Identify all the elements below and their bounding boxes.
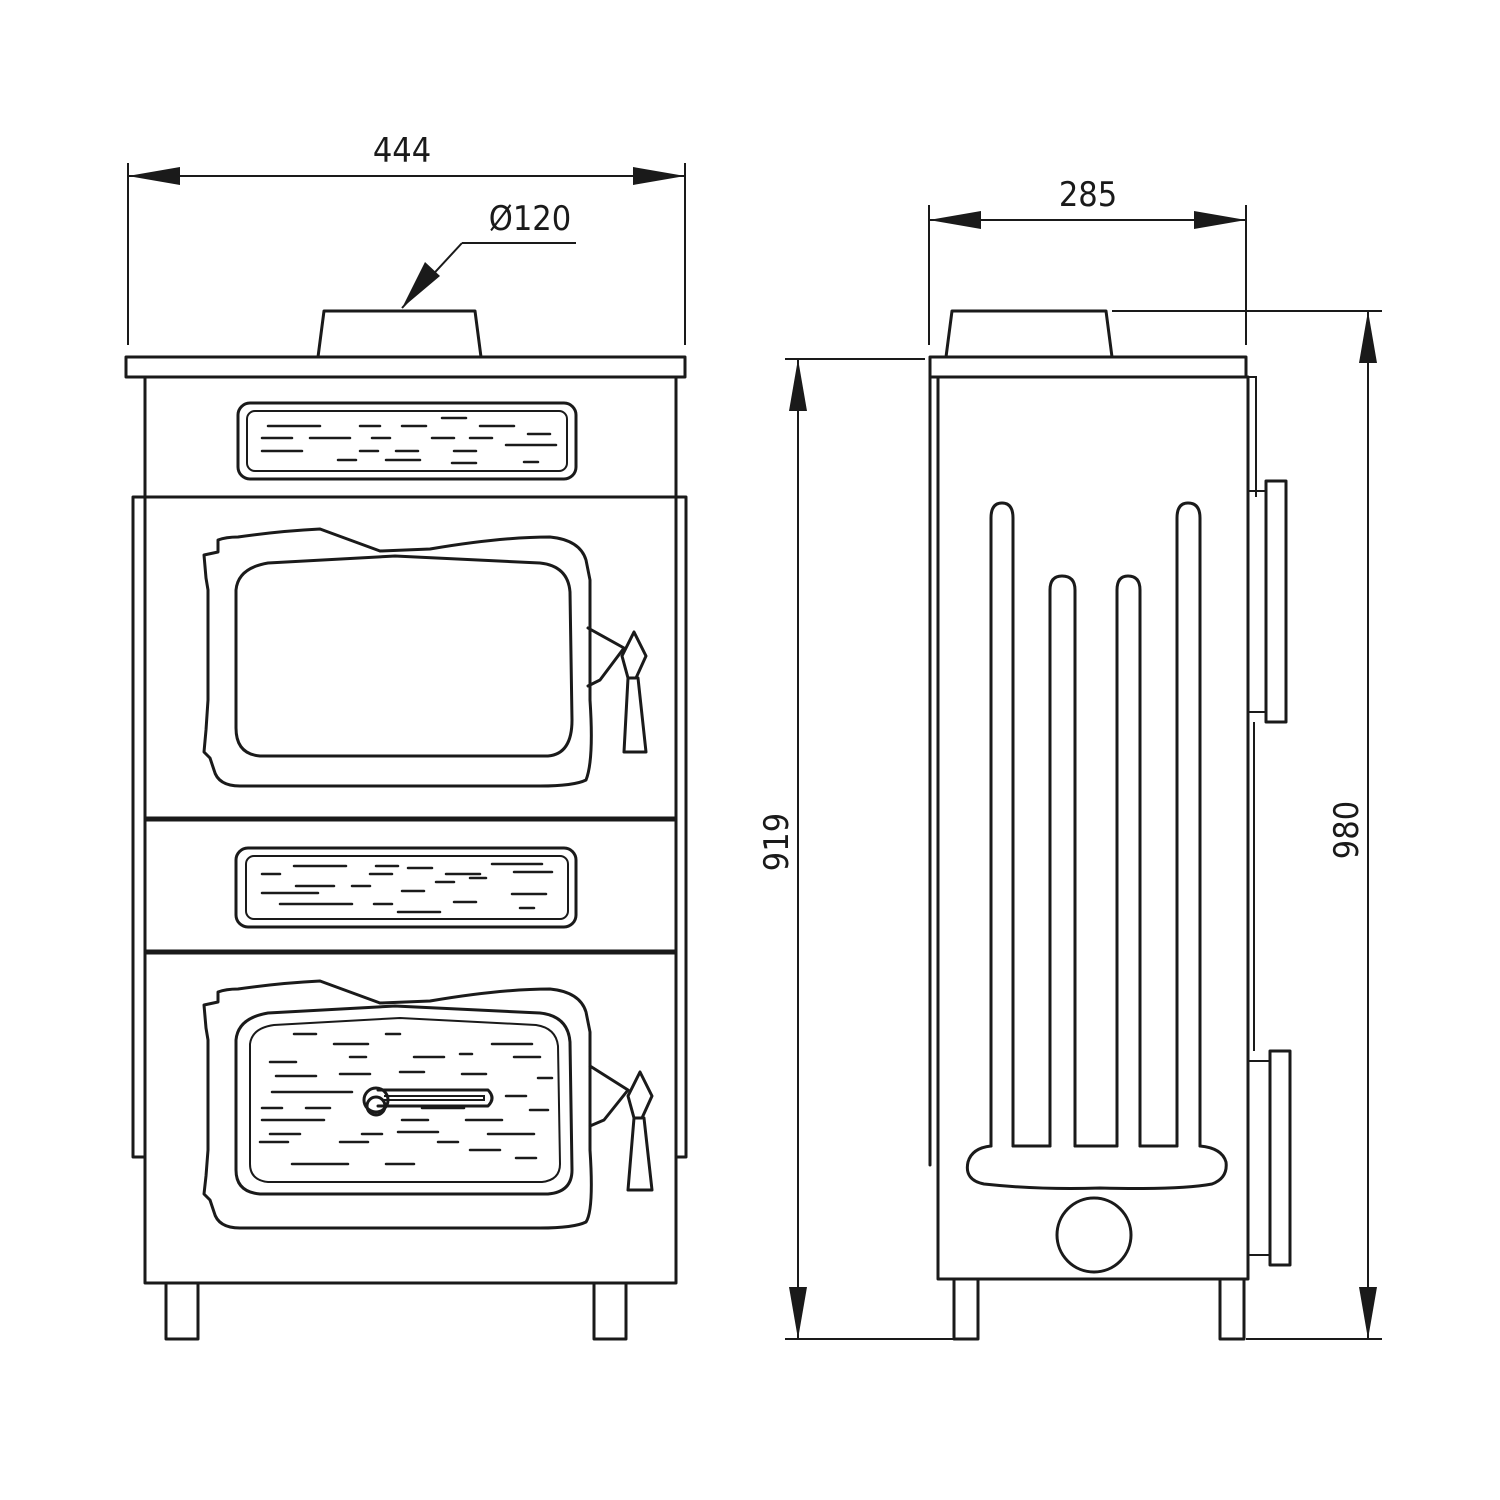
side-firebox-door-profile [1268, 1049, 1292, 1267]
side-oven-door-mount [1248, 490, 1266, 713]
firebox-door-glass [249, 1016, 562, 1183]
total-height-dimension: 980 [1112, 310, 1382, 1340]
oven-door-window [234, 554, 574, 758]
middle-grille-frame [234, 846, 578, 929]
width-label: 444 [373, 131, 431, 171]
top-grille-frame [236, 401, 578, 481]
firebox-door-frame [234, 1004, 574, 1196]
front-left-leg [164, 1281, 200, 1341]
top-grille-inner [246, 410, 568, 472]
firebox-door-handle [588, 1064, 654, 1192]
front-right-leg [592, 1281, 628, 1341]
depth-dimension: 285 [928, 175, 1247, 345]
front-top-plate [124, 355, 687, 379]
front-body [143, 375, 678, 1285]
firebox-door-outline [202, 979, 593, 1230]
body-height-dimension: 919 [757, 358, 975, 1340]
air-regulator-slider [362, 1086, 494, 1117]
side-heat-channels [965, 501, 1228, 1190]
width-dimension: 444 [127, 131, 686, 345]
front-view [124, 309, 688, 1341]
firebox-glass-grain [258, 1032, 554, 1166]
middle-grille-grain [260, 862, 554, 914]
side-back-step [1248, 376, 1257, 497]
depth-label: 285 [1059, 175, 1117, 215]
flue-diameter-leader: Ø120 [401, 199, 576, 309]
side-air-opening [1055, 1196, 1133, 1274]
side-firebox-door-mount [1248, 1060, 1270, 1256]
total-height-label: 980 [1327, 801, 1367, 859]
flue-diameter-label: Ø120 [489, 199, 571, 239]
side-top-plate [928, 355, 1248, 379]
front-left-side-panel [131, 495, 147, 1159]
middle-grille-inner [245, 855, 569, 920]
body-height-label: 919 [757, 813, 797, 871]
side-view [928, 309, 1292, 1341]
oven-door-handle [586, 626, 648, 754]
side-flue-collar [944, 309, 1114, 359]
side-body [936, 375, 1250, 1281]
front-flue-collar [316, 309, 483, 359]
oven-door-outline [202, 527, 593, 788]
front-right-side-panel [674, 495, 688, 1159]
side-oven-door-profile [1264, 479, 1288, 724]
side-back-leg [1218, 1277, 1246, 1341]
top-grille-grain [260, 416, 558, 465]
side-front-leg [952, 1277, 980, 1341]
